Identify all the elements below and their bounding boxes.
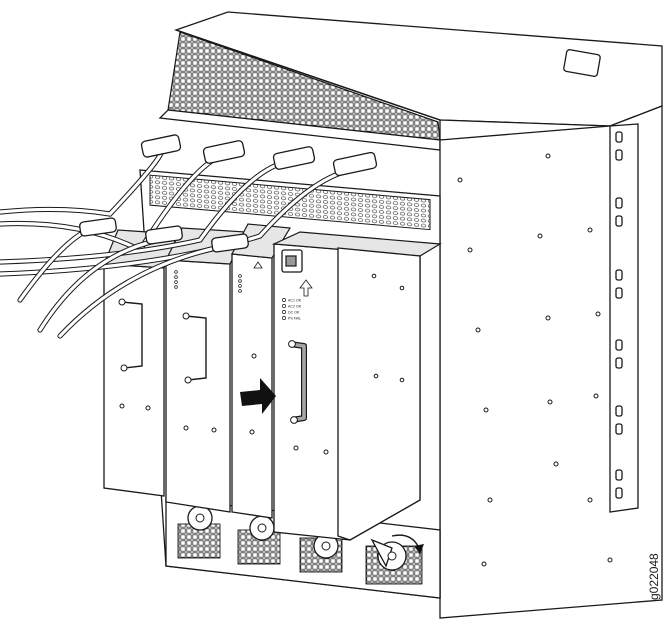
power-supply-handle <box>288 340 307 424</box>
rotate-arrow-head <box>414 544 424 554</box>
chassis-handle-slot <box>563 49 601 77</box>
led-label-ac2-ok: AC2 OK <box>288 304 302 308</box>
led-label-ps-fail: PS FAIL <box>288 316 301 320</box>
chassis-body <box>439 105 663 619</box>
cable-plugs <box>79 134 378 253</box>
power-supply-2-leds <box>174 270 178 289</box>
figure-id-label: g022048 <box>647 553 661 600</box>
led-indicators: AC1 OK AC2 OK DC OK PS FAIL <box>282 298 302 320</box>
led-label-dc-ok: DC OK <box>288 310 300 314</box>
chassis-screws <box>457 153 613 567</box>
power-switch-rocker <box>285 255 297 267</box>
power-supply-being-installed: AC1 OK AC2 OK DC OK PS FAIL <box>271 231 442 541</box>
led-label-ac1-ok: AC1 OK <box>288 298 302 302</box>
insert-direction-arrow-icon <box>240 378 276 414</box>
power-supply-3-leds <box>238 274 242 293</box>
rack-ear-slots <box>615 131 623 499</box>
ejector-levers <box>187 505 407 571</box>
up-arrow-icon <box>299 279 313 297</box>
rotate-direction-arrow-icon <box>391 534 419 547</box>
